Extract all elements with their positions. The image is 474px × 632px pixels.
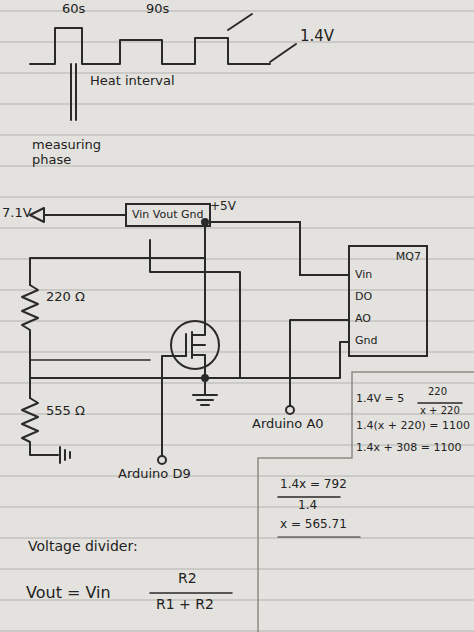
formula-text: R1 + R2 xyxy=(156,596,214,612)
fraction-bar xyxy=(418,402,462,404)
heading-text: Voltage divider: xyxy=(28,538,138,554)
pin-label: AO xyxy=(355,308,421,330)
equation: 1.4(x + 220) = 1100 xyxy=(356,420,470,433)
leader-line xyxy=(270,44,296,62)
equation: x = 565.71 xyxy=(280,518,347,532)
ground-symbol xyxy=(60,447,70,463)
voltage-label: 7.1V xyxy=(2,206,32,221)
equation: 1.4x + 308 = 1100 xyxy=(356,442,461,455)
ground-symbol xyxy=(193,378,217,405)
underline xyxy=(278,536,360,537)
voltage-label: 1.4V xyxy=(300,28,334,45)
pin-label: Gnd xyxy=(355,330,421,352)
terminal xyxy=(158,456,166,464)
equation: 220 xyxy=(428,386,447,398)
sensor-module-box: MQ7VinDOAOGnd xyxy=(348,245,428,357)
interval-marker xyxy=(71,64,76,120)
pin-label: Arduino D9 xyxy=(118,467,191,482)
wire xyxy=(44,214,125,216)
note-text: Heat interval xyxy=(90,74,175,89)
resistor-value: 220 Ω xyxy=(46,290,85,305)
input-arrow xyxy=(30,208,44,222)
pin-label: DO xyxy=(355,286,421,308)
time-label: 90s xyxy=(146,2,169,17)
formula-text: Vout = Vin xyxy=(26,584,111,602)
formula-text: R2 xyxy=(178,570,197,586)
pin-label: Arduino A0 xyxy=(252,417,324,432)
heater-waveform xyxy=(30,28,270,64)
equation: x + 220 xyxy=(420,405,460,417)
equation: 1.4V = 5 xyxy=(356,393,404,406)
note-text: measuring phase xyxy=(32,138,112,168)
wire xyxy=(290,320,348,406)
wire xyxy=(211,222,348,275)
regulator-box: Vin Vout Gnd xyxy=(125,203,211,227)
equation: 1.4 xyxy=(298,499,317,513)
terminal xyxy=(286,406,294,414)
wire xyxy=(30,359,150,361)
resistor-value: 555 Ω xyxy=(46,404,85,419)
wire xyxy=(150,240,240,378)
page-border xyxy=(258,372,474,632)
resistor-symbol xyxy=(22,285,38,398)
fraction-bar xyxy=(278,496,340,498)
voltage-label: +5V xyxy=(210,200,236,214)
wire xyxy=(30,342,348,378)
pin-label: Vin xyxy=(355,264,421,286)
fraction-bar xyxy=(150,592,232,594)
module-name: MQ7 xyxy=(355,250,421,264)
leader-line xyxy=(228,14,252,30)
wire xyxy=(162,356,186,456)
pin-label: Vin Vout Gnd xyxy=(132,208,204,222)
mosfet-symbol xyxy=(186,322,205,378)
equation: 1.4x = 792 xyxy=(280,478,347,492)
time-label: 60s xyxy=(62,2,85,17)
